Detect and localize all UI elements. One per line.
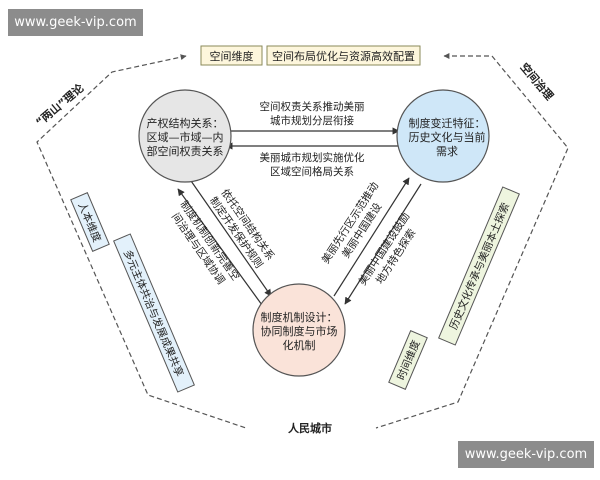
- svg-text:空间权责关系推动美丽: 空间权责关系推动美丽: [260, 100, 365, 113]
- label-spatial-governance: 空间治理: [518, 60, 557, 103]
- node-property-structure: 产权结构关系： 区域—市域—内 部空间权责关系: [138, 89, 232, 183]
- banner-left-text: 空间维度: [210, 49, 254, 63]
- frame-top-left: [36, 54, 247, 429]
- watermark-bottom: www.geek-vip.com: [458, 441, 594, 468]
- frame-top-right: [375, 53, 569, 429]
- node-bottom-line3: 化机制: [283, 338, 316, 352]
- edges: [177, 127, 422, 306]
- svg-text:城市规划分层衔接: 城市规划分层衔接: [270, 114, 354, 127]
- svg-text:多元主体共治与发展成果共享: 多元主体共治与发展成果共享: [121, 248, 186, 379]
- node-right-line2: 历史文化与当前: [409, 130, 486, 144]
- svg-text:美丽城市规划实施优化: 美丽城市规划实施优化: [260, 151, 365, 164]
- svg-text:区域空间格局关系: 区域空间格局关系: [270, 165, 354, 178]
- side-label-multi-governance: 多元主体共治与发展成果共享: [113, 233, 195, 393]
- top-banner: 空间维度 空间布局优化与资源高效配置: [200, 45, 421, 66]
- watermark-top: www.geek-vip.com: [8, 9, 143, 36]
- label-people-city: 人民城市: [288, 421, 332, 435]
- svg-text:历史文化传承与美丽本土探索: 历史文化传承与美丽本土探索: [447, 201, 512, 332]
- node-bottom-line1: 制度机制设计：: [261, 310, 338, 324]
- node-institutional-change: 制度变迁特征： 历史文化与当前 需求: [396, 89, 490, 183]
- edge-label-left-outer: 制度机制创新完善空 间治理与区域协调: [169, 198, 242, 287]
- banner-right-text: 空间布局优化与资源高效配置: [272, 49, 415, 63]
- side-label-time-dimension: 时间维度: [388, 330, 428, 390]
- arrow-left-to-bottom: [188, 177, 272, 297]
- node-left-line1: 产权结构关系：: [147, 116, 224, 130]
- banner-right-box: [266, 45, 421, 66]
- label-lianshan-theory: “两山”理论: [33, 80, 88, 129]
- side-label-heritage: 历史文化传承与美丽本土探索: [438, 186, 520, 346]
- banner-left-box: [200, 45, 263, 66]
- node-left-line2: 区域—市域—内: [147, 130, 224, 144]
- node-right-line1: 制度变迁特征：: [409, 116, 486, 130]
- arrow-bottom-to-right: [333, 177, 410, 297]
- side-label-humanistic: 人本维度: [70, 192, 110, 252]
- node-mechanism-design: 制度机制设计： 协同制度与市场 化机制: [252, 283, 346, 377]
- edge-label-top-upper: 空间权责关系推动美丽 城市规划分层衔接: [260, 100, 365, 127]
- node-right-line3: 需求: [436, 145, 458, 158]
- arrow-bottom-to-left: [177, 188, 263, 306]
- arrow-right-to-bottom: [344, 183, 422, 305]
- edge-label-top-lower: 美丽城市规划实施优化 区域空间格局关系: [260, 151, 365, 178]
- node-left-line3: 部空间权责关系: [147, 144, 224, 158]
- node-bottom-line2: 协同制度与市场: [261, 324, 338, 338]
- outer-frame: [36, 53, 569, 429]
